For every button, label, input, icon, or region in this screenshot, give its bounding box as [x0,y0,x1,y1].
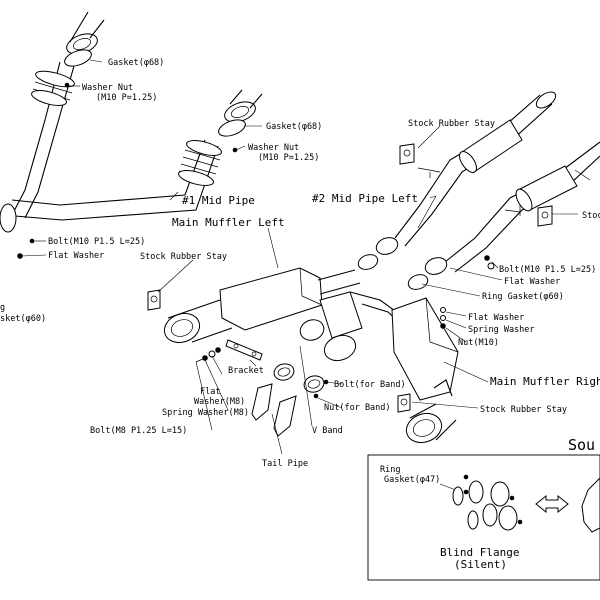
resonator-left [459,119,523,173]
label-flat-washer-right: Flat Washer [504,277,560,287]
leader-lines [21,59,591,455]
stock-rubber-stay-left-part [147,289,161,311]
tail-pipe-part [251,383,297,437]
stock-rubber-stay-right-part [397,393,411,413]
label-washer-nut-b-spec: (M10 P=1.25) [258,153,319,163]
label-gasket-68-b: Gasket(φ68) [266,122,322,132]
gasket-68-a [64,49,92,67]
label-tail-pipe: Tail Pipe [262,459,308,469]
label-stock-rubber-stay-right: Stock Rubber Stay [480,405,567,415]
bolt-m8-set [195,347,221,363]
label-flat-washer-m8-2: Washer(M8) [194,397,245,407]
label-gasket-68-a: Gasket(φ68) [108,58,164,68]
washer-nut-a [64,82,70,88]
label-spring-washer: Spring Washer [468,325,535,335]
ring-gasket-b [407,274,429,290]
label-bracket: Bracket [228,366,264,376]
inset-frame [367,454,600,581]
v-band-part [273,363,329,399]
flex-joint-left [31,70,75,106]
flange-mid-right [424,257,448,275]
label-main-muffler-left: Main Muffler Left [172,216,285,229]
label-flat-washer-m8-1: Flat [200,387,220,397]
label-nut-for-band: Nut(for Band) [324,403,391,413]
main-muffler-left [163,267,361,344]
label-washer-nut-a-spec: (M10 P=1.25) [96,93,157,103]
bolt-m10-right-set [440,255,495,329]
label-v-band: V Band [312,426,343,436]
label-ring-left: g [0,303,5,313]
label-bolt-m10-right: Bolt(M10 P1.5 L=25) [499,265,596,275]
label-main-muffler-right: Main Muffler Right [490,375,600,388]
label-ring-gasket-47-2: Gasket(φ47) [384,475,440,485]
label-stock-right: Stock [582,211,600,221]
label-silent: (Silent) [454,558,507,571]
label-mid-pipe-2-left: #2 Mid Pipe Left [312,192,418,205]
center-section [299,291,415,362]
double-arrow-icon [535,494,569,514]
label-ring-gasket-47-1: Ring [380,465,400,475]
label-washer-nut-b: Washer Nut [248,143,299,153]
label-blind-flange: Blind Flange [440,546,519,559]
flex-joint-right [178,140,222,186]
label-stock-rubber-stay-left: Stock Rubber Stay [140,252,227,262]
ring-gasket-a [357,254,379,270]
label-gasket-60-left: sket(φ60) [0,314,46,324]
resonator-right [515,165,578,212]
label-sound-cut: Sou [568,436,595,454]
blind-flange-lower [467,503,523,531]
blind-flange-upper [452,474,515,507]
label-mid-pipe-1: #1 Mid Pipe [182,194,255,207]
label-nut-m10: Nut(M10) [458,338,499,348]
main-muffler-right [391,297,459,444]
label-bolt-m10-left: Bolt(M10 P1.5 L=25) [48,237,145,247]
label-washer-nut-a: Washer Nut [82,83,133,93]
label-flat-washer-left: Flat Washer [48,251,104,261]
label-bolt-for-band: Bolt(for Band) [334,380,406,390]
label-spring-washer-m8: Spring Washer(M8) [162,408,249,418]
blind-flange-inset: Ring Gasket(φ47) Blind Flange (Silent) [367,454,600,581]
stock-rubber-stay-right-top-part [537,205,553,227]
bracket-part [225,339,263,361]
bolt-m10-left-part [29,238,35,244]
washer-nut-b [232,147,238,153]
mid-pipe-2 [375,91,600,275]
silent-part-cut [581,477,600,533]
flat-washer-left-part [17,253,23,259]
label-ring-gasket-60: Ring Gasket(φ60) [482,292,564,302]
flange-mid-left [375,237,399,255]
labels: Gasket(φ68) Washer Nut (M10 P=1.25) Gask… [0,58,600,469]
flange-lower-left [0,203,17,233]
label-bolt-m8: Bolt(M8 P1.25 L=15) [90,426,187,436]
mid-pipe-1 [0,11,263,233]
flange-top-right [224,89,263,123]
stock-rubber-stay-top-part [399,143,415,165]
label-flat-washer-mid: Flat Washer [468,313,524,323]
label-stock-rubber-stay-top: Stock Rubber Stay [408,119,495,129]
gasket-68-b [218,119,246,137]
